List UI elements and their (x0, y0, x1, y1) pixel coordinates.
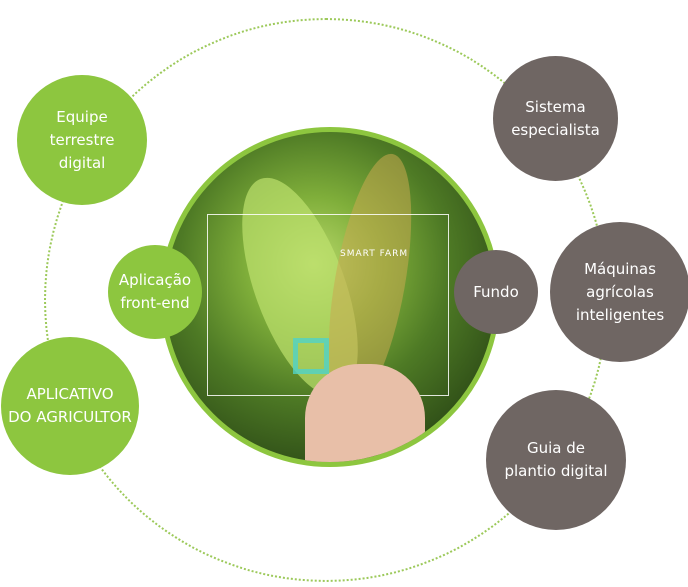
smart-farm-photo: SMART FARM (160, 127, 500, 467)
node-fundo: Fundo (454, 250, 538, 334)
touch-target-icon (293, 338, 329, 374)
smart-farm-label: SMART FARM (340, 249, 409, 259)
node-guia-de-plantio-digital: Guia de plantio digital (486, 390, 626, 530)
node-maquinas-agricolas-inteligentes: Máquinas agrícolas inteligentes (550, 222, 688, 362)
node-sistema-especialista: Sistema especialista (493, 56, 618, 181)
node-aplicacao-front-end: Aplicação front-end (108, 245, 202, 339)
node-equipe-terrestre-digital: Equipe terrestre digital (17, 75, 147, 205)
hand (305, 364, 425, 462)
node-aplicativo-do-agricultor: APLICATIVO DO AGRICULTOR (1, 337, 139, 475)
